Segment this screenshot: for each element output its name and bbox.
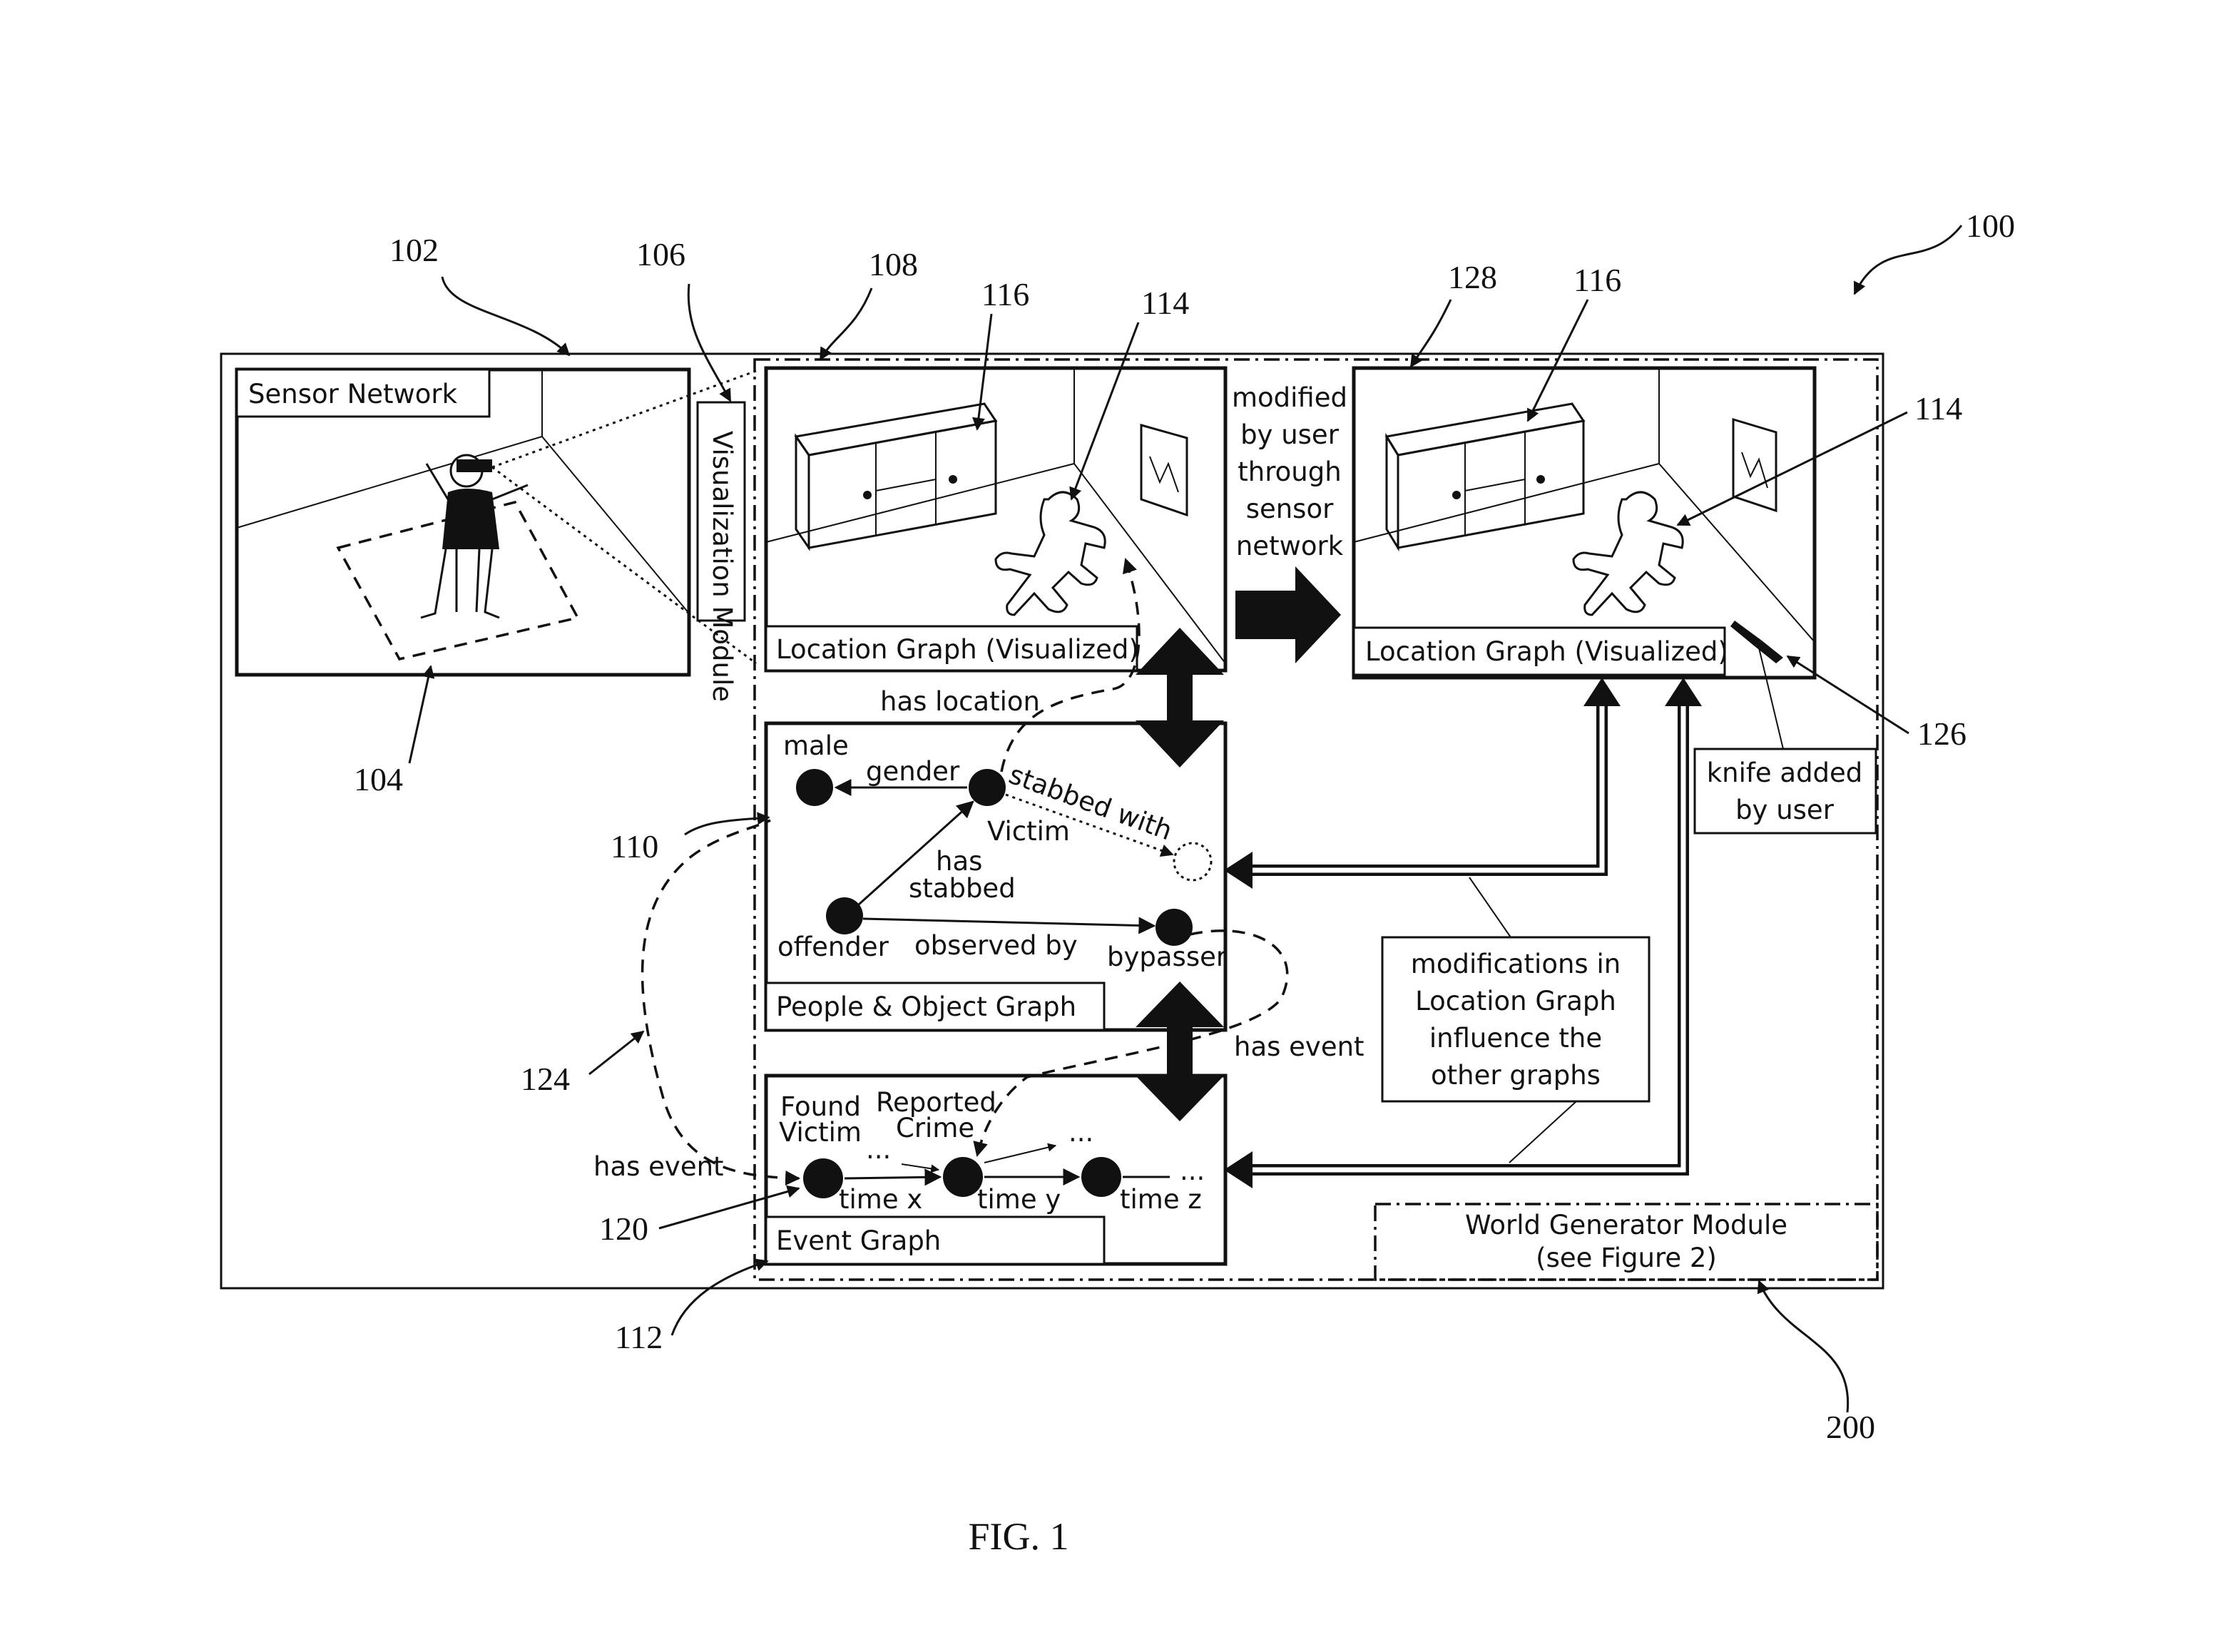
reference-numerals: 100 102 106 108 116 114 128 116 114 126 … <box>354 208 2015 1445</box>
label-has-event-left: has event <box>593 1151 724 1182</box>
modified-line-5: network <box>1236 531 1344 561</box>
label-observed-by: observed by <box>914 930 1078 961</box>
location-graph-left: Location Graph (Visualized) <box>764 366 1228 673</box>
node-offender <box>826 897 863 934</box>
label-stabbed: stabbed <box>909 873 1016 904</box>
body-outline-left <box>994 491 1106 616</box>
vr-user-figure <box>420 454 529 619</box>
modified-line-3: through <box>1238 457 1341 487</box>
visualization-module: Visualization Module <box>696 401 746 702</box>
knife-note-line-2: by user <box>1735 795 1835 825</box>
label-offender: offender <box>777 932 889 962</box>
location-graph-left-label: Location Graph (Visualized) <box>776 634 1139 665</box>
ref-116-right: 116 <box>1573 262 1621 298</box>
knife-icon <box>1730 621 1783 663</box>
node-object <box>1173 842 1213 882</box>
ref-120: 120 <box>599 1210 648 1247</box>
label-time-z: time z <box>1120 1184 1202 1215</box>
sensor-network-label: Sensor Network <box>248 379 458 409</box>
location-graph-right: Location Graph (Visualized) <box>1352 366 1817 680</box>
world-generator-module: World Generator Module (see Figure 2) <box>1374 1203 1879 1281</box>
label-crime: Crime <box>896 1113 974 1143</box>
modified-line-2: by user <box>1240 419 1340 450</box>
modified-line-1: modified <box>1232 382 1347 413</box>
location-graph-right-label: Location Graph (Visualized) <box>1365 636 1728 667</box>
label-has: has <box>936 846 982 877</box>
cabinet-left <box>794 402 998 551</box>
label-bypasser: bypasser <box>1107 942 1228 972</box>
event-found-victim <box>803 1158 843 1198</box>
event-later <box>1081 1157 1121 1197</box>
visualization-module-label: Visualization Module <box>707 431 738 702</box>
label-ellipsis-1: ... <box>866 1134 891 1165</box>
modified-line-4: sensor <box>1246 494 1334 524</box>
mod-note-line-1: modifications in <box>1411 949 1621 979</box>
people-object-graph: male gender Victim stabbed with has stab… <box>764 721 1228 1032</box>
relation-arcs: has location has event has event <box>593 558 1364 1186</box>
event-graph: Found Victim Reported Crime ... ... ... … <box>764 1074 1228 1266</box>
ref-110: 110 <box>611 828 658 865</box>
label-has-location: has location <box>880 686 1040 717</box>
influence-arrows <box>1224 678 1702 1188</box>
knife-note-line-1: knife added <box>1707 758 1863 788</box>
knife-added-note: knife added by user <box>1693 641 1877 835</box>
ref-114-right: 114 <box>1914 390 1962 427</box>
label-reported: Reported <box>876 1087 996 1118</box>
label-has-event-right: has event <box>1234 1031 1364 1062</box>
label-found: Found <box>780 1091 861 1122</box>
ref-112: 112 <box>615 1319 663 1355</box>
world-generator-line-2: (see Figure 2) <box>1536 1243 1717 1273</box>
event-reported-crime <box>943 1157 983 1197</box>
figure-caption: FIG. 1 <box>968 1515 1068 1558</box>
ref-108: 108 <box>869 246 918 282</box>
ref-200: 200 <box>1826 1409 1875 1445</box>
body-outline-right <box>1572 491 1684 616</box>
label-time-y: time y <box>977 1184 1061 1215</box>
modification-arrow: modified by user through sensor network <box>1232 382 1347 663</box>
world-generator-line-1: World Generator Module <box>1465 1210 1787 1240</box>
node-bypasser <box>1156 909 1193 946</box>
ref-126: 126 <box>1917 715 1966 752</box>
people-object-graph-label: People & Object Graph <box>776 991 1076 1022</box>
ref-116-left: 116 <box>981 276 1029 312</box>
system-outer-frame <box>220 352 1884 1290</box>
label-ellipsis-3: ... <box>1180 1156 1205 1186</box>
mod-note-line-4: other graphs <box>1431 1060 1601 1091</box>
label-ellipsis-2: ... <box>1068 1117 1093 1148</box>
label-gender: gender <box>866 756 960 787</box>
mod-note-line-3: influence the <box>1429 1023 1602 1054</box>
ref-114-left: 114 <box>1141 285 1189 321</box>
label-male: male <box>783 730 849 761</box>
label-victim-event: Victim <box>779 1117 862 1148</box>
ref-124: 124 <box>521 1061 570 1097</box>
label-victim: Victim <box>987 816 1070 847</box>
ref-102: 102 <box>389 232 439 268</box>
mod-note-line-2: Location Graph <box>1415 986 1616 1016</box>
node-male <box>796 769 833 806</box>
event-graph-label: Event Graph <box>776 1225 941 1256</box>
cabinet-right <box>1384 402 1586 552</box>
ref-100: 100 <box>1966 208 2015 244</box>
node-victim <box>969 769 1006 806</box>
sensor-network-panel: Sensor Network <box>235 367 757 677</box>
label-time-x: time x <box>839 1184 922 1215</box>
ref-104: 104 <box>354 761 403 797</box>
modifications-note: modifications in Location Graph influenc… <box>1381 877 1651 1163</box>
graph-link-arrows <box>1136 628 1224 1121</box>
ref-128: 128 <box>1448 259 1497 295</box>
ref-106: 106 <box>636 236 685 272</box>
